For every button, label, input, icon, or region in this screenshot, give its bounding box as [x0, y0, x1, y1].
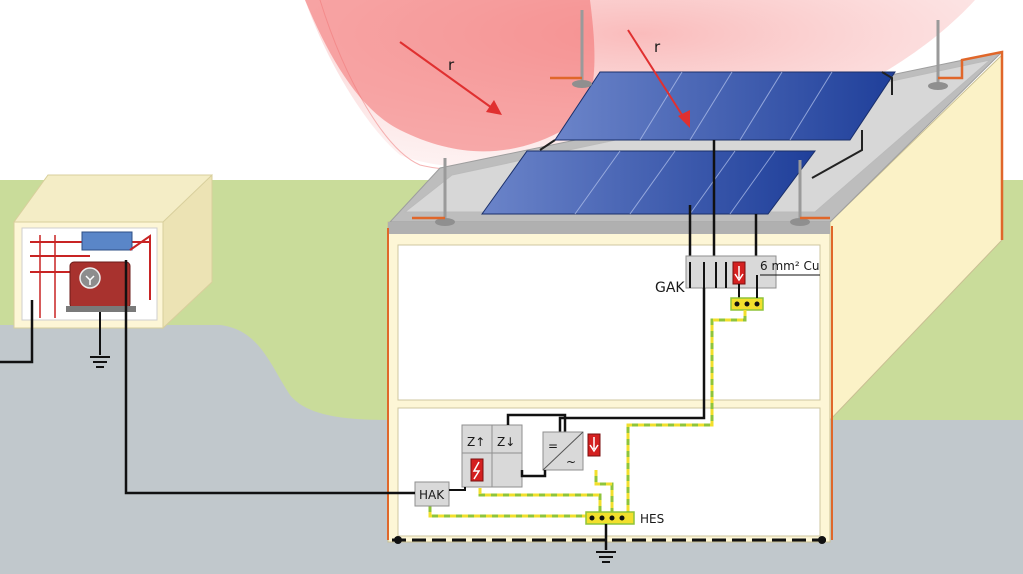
inverter-ac-label: ~ [566, 455, 576, 469]
meter-box [461, 424, 523, 488]
hak-label: HAK [419, 488, 445, 502]
rolling-sphere-front [305, 0, 595, 152]
solar-array [481, 71, 896, 215]
building-ground-icon [596, 551, 616, 563]
transformer-symbol-icon [79, 267, 101, 289]
meter-in-label: Z↑ [467, 435, 485, 449]
solar-panel-front [481, 150, 816, 215]
inverter-dc-label: = [548, 439, 558, 453]
solar-panel-back [554, 71, 896, 141]
radius-arrows [399, 29, 690, 128]
inverter [542, 431, 584, 471]
surge-arrester-meter-icon [470, 458, 484, 482]
radius-label-left: r [448, 56, 455, 74]
air-terminals [435, 10, 948, 226]
meter-out-label: Z↓ [497, 435, 515, 449]
cable-label: 6 mm² Cu [760, 259, 819, 273]
hes-label: HES [640, 512, 664, 526]
supply-cable [124, 260, 415, 495]
transformer-station [0, 173, 213, 368]
radius-label-right: r [654, 38, 661, 56]
gak-label: GAK [655, 280, 685, 296]
transformer-ground-icon [90, 356, 110, 368]
gak-box [685, 255, 777, 289]
